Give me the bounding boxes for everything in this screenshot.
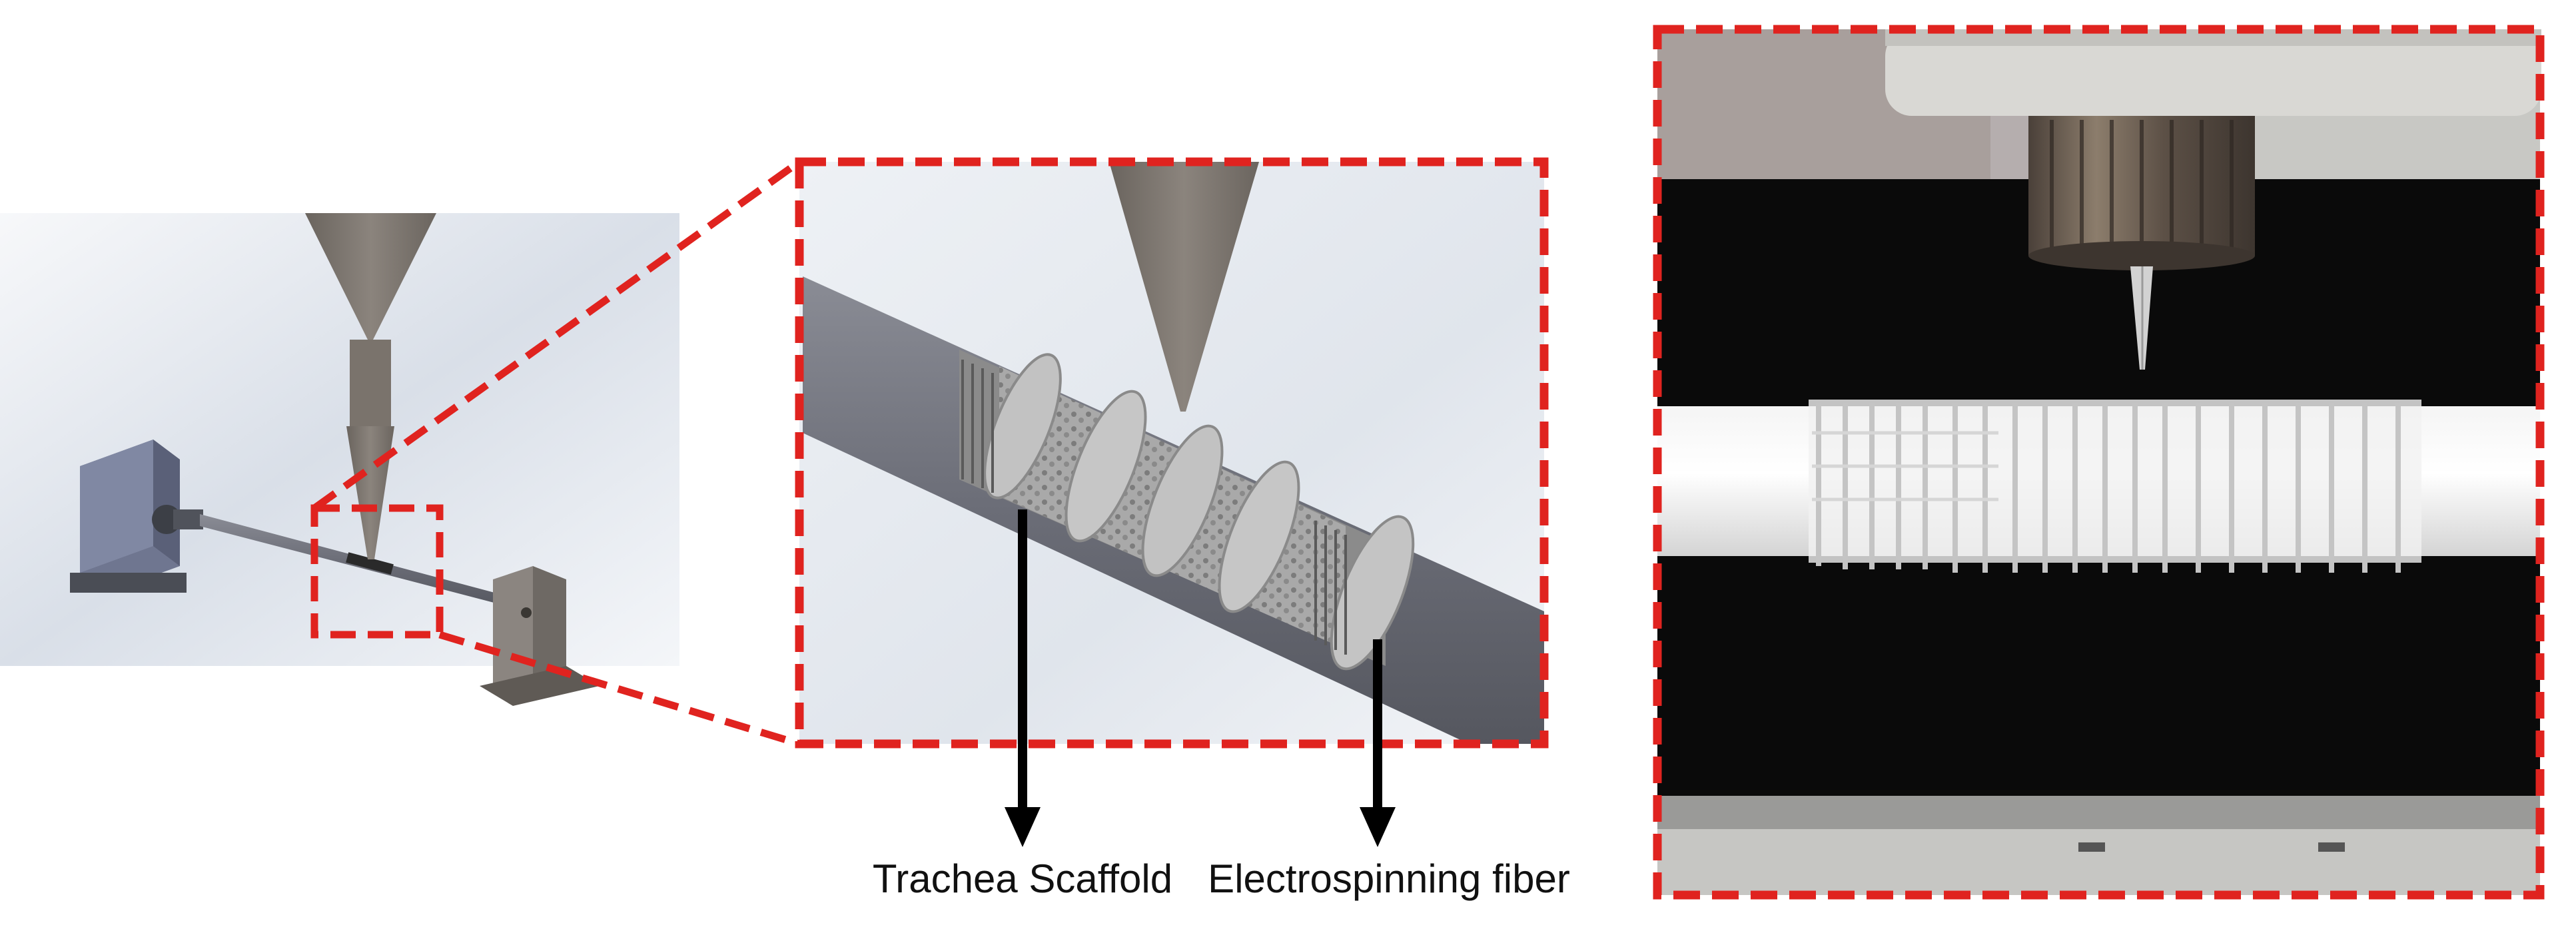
motor-block — [70, 440, 203, 593]
cad-overview-panel — [0, 213, 679, 706]
photo-frame — [1653, 25, 2545, 900]
zoom-connector-lines — [312, 158, 802, 748]
trachea-scaffold-model — [959, 350, 1415, 671]
scaffold-callout-arrow — [1005, 509, 1041, 847]
cad-zoom-panel: Trachea Scaffold Electrospinning fiber — [795, 157, 1570, 901]
photo-panel — [1653, 25, 2545, 900]
trachea-scaffold-label: Trachea Scaffold — [873, 856, 1172, 901]
small-highlight-box — [310, 504, 444, 639]
printer-housing — [1885, 29, 2541, 116]
fiber-callout-arrow — [1360, 639, 1396, 847]
scaffold-mark — [346, 552, 394, 575]
zoom-nozzle — [1109, 162, 1259, 412]
zoom-highlight-box — [795, 157, 1549, 749]
photo-printed-scaffold — [1809, 400, 2421, 573]
electrospinning-fiber-label: Electrospinning fiber — [1208, 856, 1570, 901]
